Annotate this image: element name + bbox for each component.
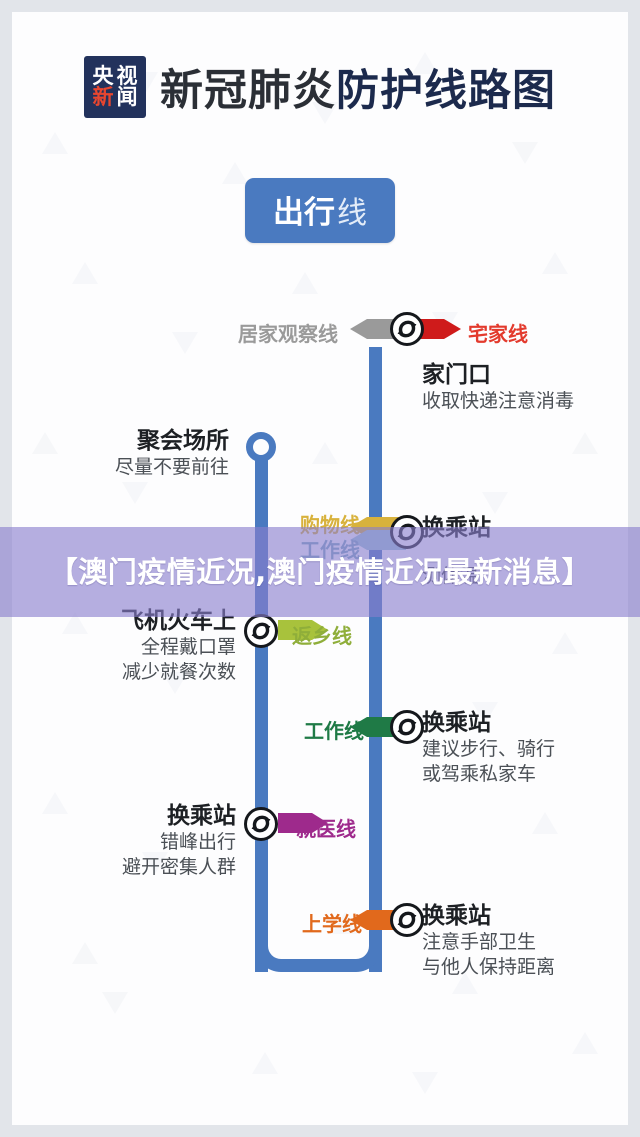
- line-label-work-lower: 工作线: [304, 719, 364, 743]
- station-desc: 收取快递注意消毒: [422, 390, 575, 413]
- overlay-watermark-text: 【澳门疫情近况,澳门疫情近况最新消息】: [48, 554, 592, 589]
- station-name: 换乘站: [422, 710, 491, 736]
- cctv-news-logo: 央 视 新 闻: [84, 56, 146, 118]
- subtitle-bold: 出行: [273, 195, 335, 231]
- page-title-bold: 防护线路图: [336, 66, 556, 116]
- overlay-watermark-banner: 【澳门疫情近况,澳门疫情近况最新消息】: [0, 527, 640, 617]
- line-label-home-observation: 居家观察线: [238, 322, 338, 346]
- transfer-icon-school: [390, 903, 424, 937]
- line-label-school: 上学线: [302, 912, 362, 936]
- station-gathering-place: 聚会场所 尽量不要前往: [24, 428, 229, 480]
- station-commute: 换乘站 建议步行、骑行 或驾乘私家车: [422, 710, 555, 787]
- station-name: 家门口: [422, 362, 491, 388]
- line-label-stay-home: 宅家线: [468, 322, 528, 346]
- logo-char-yang: 央: [92, 64, 114, 88]
- station-desc-line2: 或驾乘私家车: [422, 763, 537, 786]
- arrow-return-hometown-line: [278, 620, 328, 640]
- station-name: 聚会场所: [137, 428, 229, 454]
- logo-char-xin: 新: [92, 85, 114, 109]
- transfer-icon-offpeak: [244, 807, 278, 841]
- station-desc-line2: 与他人保持距离: [422, 956, 556, 979]
- station-desc-line1: 建议步行、骑行: [422, 738, 556, 761]
- station-desc-line1: 错峰出行: [159, 831, 236, 854]
- station-name: 换乘站: [422, 903, 491, 929]
- arrow-medical-line: [278, 813, 328, 833]
- subtitle-light: 线: [337, 196, 367, 231]
- station-offpeak-travel: 换乘站 错峰出行 避开密集人群: [24, 803, 236, 880]
- transfer-icon-commute: [390, 710, 424, 744]
- route-line-left: [255, 444, 268, 972]
- line-label-return-hometown: 返乡线: [292, 624, 352, 648]
- poster-header: 央 视 新 闻 新冠肺炎防护线路图: [12, 56, 628, 118]
- logo-char-wen: 闻: [116, 85, 138, 109]
- page-title-light: 新冠肺炎: [160, 66, 336, 116]
- station-marker-gathering-place: [246, 432, 276, 462]
- station-school: 换乘站 注意手部卫生 与他人保持距离: [422, 903, 555, 980]
- station-desc-line2: 减少就餐次数: [121, 661, 236, 684]
- station-plane-train: 飞机火车上 全程戴口罩 减少就餐次数: [24, 608, 236, 685]
- station-desc-line1: 全程戴口罩: [140, 636, 236, 659]
- logo-char-shi: 视: [116, 64, 138, 88]
- page-title: 新冠肺炎防护线路图: [160, 56, 556, 118]
- station-name: 换乘站: [167, 803, 236, 829]
- transfer-icon-plane-train: [244, 614, 278, 648]
- station-desc-line1: 注意手部卫生: [422, 931, 537, 954]
- route-line-right: [369, 347, 382, 972]
- station-desc-line2: 避开密集人群: [121, 856, 236, 879]
- line-label-medical: 就医线: [296, 817, 356, 841]
- station-home-door: 家门口 收取快递注意消毒: [422, 362, 574, 414]
- station-desc: 尽量不要前往: [114, 456, 229, 479]
- transfer-icon-home-door: [390, 312, 424, 346]
- subtitle-badge: 出行 线: [245, 178, 395, 243]
